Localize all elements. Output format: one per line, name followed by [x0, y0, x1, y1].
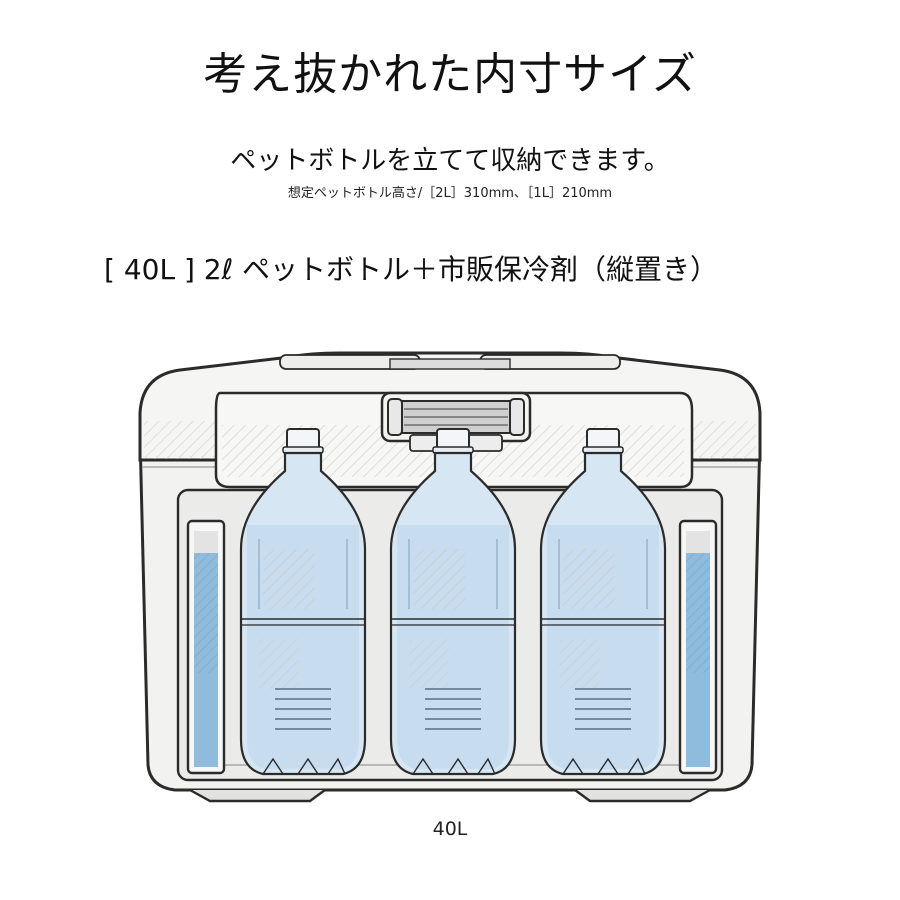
- bottle-height-note: 想定ペットボトル高さ/［2L］310mm、［1L］210mm: [287, 186, 613, 201]
- capacity-caption: 40L: [432, 818, 468, 840]
- ice-pack-left: [186, 519, 226, 775]
- page-title: 考え抜かれた内寸サイズ: [203, 49, 697, 100]
- ice-pack-right: [678, 519, 718, 775]
- lid-latch: [380, 391, 532, 452]
- cooler-illustration: [138, 351, 762, 803]
- subtitle: ペットボトルを立てて収納できます。: [230, 146, 670, 176]
- capacity-heading: [ 40L ] 2ℓ ペットボトル＋市販保冷剤（縦置き）: [104, 253, 719, 286]
